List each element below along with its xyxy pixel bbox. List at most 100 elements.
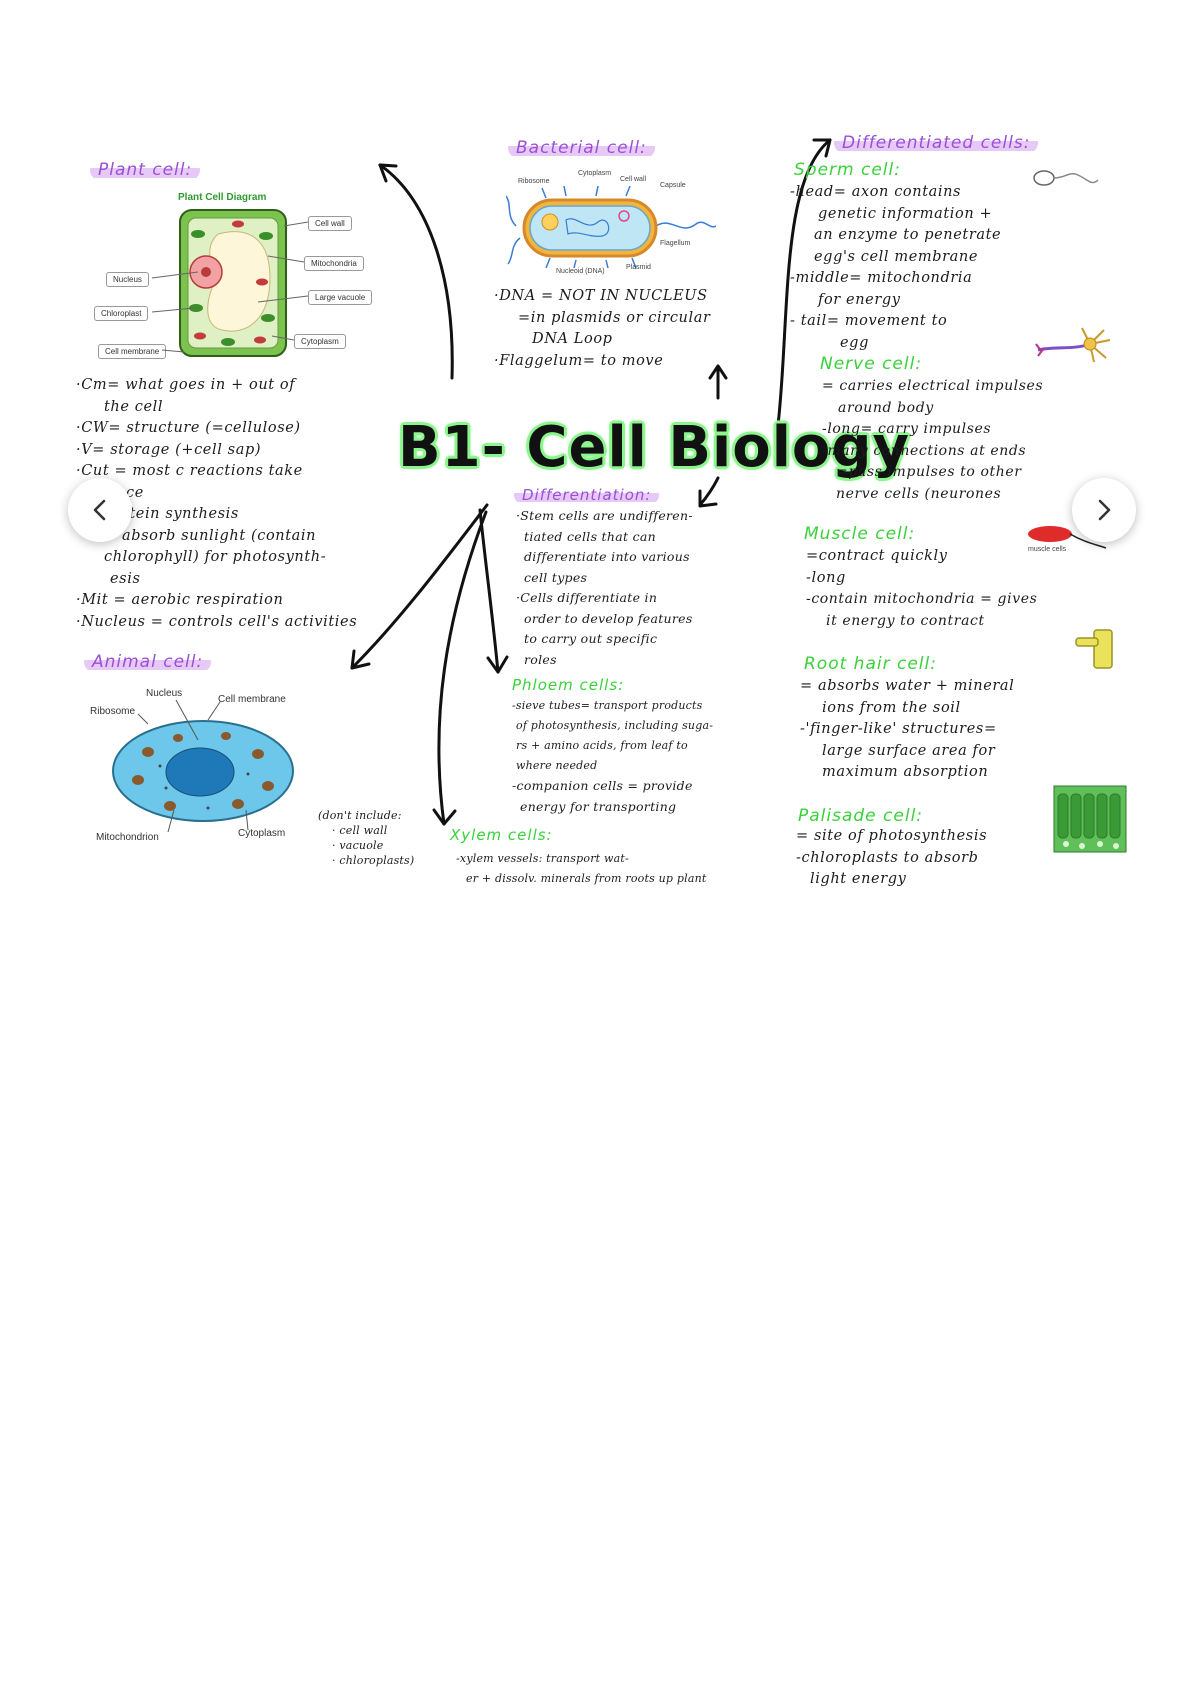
plant-cell-heading: Plant cell: [90, 160, 201, 180]
differentiation-note: roles [524, 651, 557, 667]
muscle-cell-icon [1028, 526, 1107, 549]
bacterial-cell-heading: Bacterial cell: [508, 138, 655, 158]
animal-cell-heading: Animal cell: [84, 652, 212, 672]
label-nucleus: Nucleus [106, 272, 149, 287]
palisade-notes: = site of photosynthesis -chloroplasts t… [796, 826, 987, 891]
nerve-note: = carries electrical impulses [822, 378, 1044, 394]
sperm-notes: -head= axon contains genetic information… [790, 182, 1001, 354]
phloem-note: energy for transporting [520, 798, 677, 814]
plant-diagram-title: Plant Cell Diagram [178, 192, 267, 203]
exclusion-note: · chloroplasts) [332, 854, 415, 867]
sperm-note: an enzyme to penetrate [814, 227, 1002, 243]
phloem-note: -sieve tubes= transport products [512, 699, 703, 712]
label-animal-mitochondrion: Mitochondrion [96, 832, 159, 843]
plant-note: ·Nucleus = controls cell's activities [76, 613, 358, 630]
label-animal-nucleus: Nucleus [146, 688, 183, 699]
xylem-note: -xylem vessels: transport wat- [456, 852, 629, 865]
sperm-note: for energy [818, 291, 901, 308]
animal-exclusions: (don't include: · cell wall · vacuole · … [318, 808, 414, 868]
plant-note: absorb sunlight (contain [122, 527, 317, 544]
plant-note: ·V= storage (+cell sap) [76, 441, 262, 458]
muscle-image-label: muscle cells [1028, 546, 1067, 553]
previous-slide-button[interactable] [68, 478, 132, 542]
plant-cell-diagram: Plant Cell Diagram Cell wall Mitochondri… [94, 192, 378, 372]
phloem-notes: -sieve tubes= transport products of phot… [512, 696, 713, 817]
nerve-note: -many connections at ends [822, 442, 1027, 459]
page-title: B1- Cell Biology [398, 415, 910, 480]
next-slide-button[interactable] [1072, 478, 1136, 542]
plant-note: chlorophyll) for photosynth- [104, 549, 327, 565]
bacterial-note: DNA Loop [532, 331, 613, 347]
differentiation-note: order to develop features [524, 610, 693, 626]
sperm-note: egg's cell membrane [814, 248, 979, 265]
bact-label-flagellum: Flagellum [660, 240, 691, 247]
label-large-vacuole: Large vacuole [308, 290, 373, 305]
bacterial-cell-illustration [506, 186, 716, 268]
palisade-note: -chloroplasts to absorb [796, 849, 979, 866]
bacterial-cell-diagram: Ribosome Cytoplasm Cell wall Capsule Fla… [496, 168, 716, 278]
phloem-heading: Phloem cells: [512, 676, 625, 694]
plant-note: ·Mit = aerobic respiration [76, 592, 284, 608]
root-hair-cell-icon [1075, 629, 1113, 669]
label-cell-membrane: Cell membrane [98, 344, 167, 359]
nerve-note: =pass impulses to other [836, 464, 1022, 480]
phloem-note: of photosynthesis, including suga- [516, 719, 714, 732]
chevron-right-icon [1098, 499, 1111, 521]
muscle-notes: =contract quickly -long -contain mitocho… [806, 546, 1037, 632]
exclusion-note: (don't include: [318, 809, 402, 822]
animal-cell-diagram: Nucleus Cell membrane Ribosome Mitochond… [88, 688, 318, 850]
muscle-cell-heading: Muscle cell: [804, 524, 916, 544]
bact-label-cytoplasm: Cytoplasm [578, 170, 612, 177]
muscle-cell-image: muscle cells [1024, 522, 1108, 562]
phloem-note: rs + amino acids, from leaf to [516, 739, 688, 752]
bact-label-dna: Nucleoid (DNA) [556, 268, 605, 275]
phloem-note: -companion cells = provide [512, 778, 693, 793]
nerve-notes: = carries electrical impulses around bod… [822, 376, 1043, 505]
xylem-heading: Xylem cells: [450, 826, 553, 844]
plant-cell-illustration [179, 209, 287, 357]
sperm-note: - tail= movement to [790, 313, 948, 329]
root-hair-note: large surface area for [822, 742, 996, 759]
muscle-note: -contain mitochondria = gives [806, 591, 1038, 607]
nerve-note: around body [838, 399, 934, 416]
bacterial-note: ·Flaggelum= to move [494, 352, 664, 369]
differentiation-note: to carry out specific [524, 631, 658, 646]
chevron-left-icon [93, 499, 106, 521]
plant-note: ·CW= structure (=cellulose) [76, 420, 301, 436]
root-hair-note: = absorbs water + mineral [800, 678, 1015, 694]
plant-note: esis [110, 570, 141, 587]
palisade-cell-heading: Palisade cell: [798, 806, 924, 826]
differentiation-note: cell types [524, 569, 588, 585]
palisade-cell-icon [1053, 785, 1127, 853]
plant-note: ·Cm= what goes in + out of [76, 377, 296, 393]
label-animal-cell-membrane: Cell membrane [218, 694, 286, 705]
label-animal-cytoplasm: Cytoplasm [238, 828, 286, 839]
nerve-note: -long= carry impulses [822, 421, 992, 437]
differentiation-note: ·Cells differentiate in [516, 590, 658, 605]
label-animal-ribosome: Ribosome [90, 706, 136, 717]
sperm-cell-icon [1033, 170, 1099, 186]
label-cell-wall: Cell wall [308, 216, 352, 231]
xylem-notes: -xylem vessels: transport wat- er + diss… [456, 848, 706, 888]
differentiation-note: differentiate into various [524, 549, 690, 564]
sperm-note: -middle= mitochondria [790, 270, 973, 286]
muscle-note: -long [806, 569, 846, 586]
xylem-note: er + dissolv. minerals from roots up pla… [466, 872, 707, 885]
bact-label-capsule: Capsule [660, 182, 686, 189]
label-chloroplast: Chloroplast [94, 306, 149, 321]
root-hair-note: ions from the soil [822, 699, 961, 716]
bacterial-note: =in plasmids or circular [518, 309, 711, 326]
root-hair-note: -'finger-like' structures= [800, 721, 997, 737]
nerve-cell-icon [1035, 327, 1111, 363]
differentiated-cells-heading: Differentiated cells: [834, 133, 1039, 153]
arrow-to-plant [378, 163, 454, 380]
bacterial-note: ·DNA = NOT IN NUCLEUS [494, 288, 708, 304]
palisade-note: light energy [810, 871, 907, 887]
bact-label-plasmid: Plasmid [626, 264, 651, 271]
plant-note: the cell [104, 398, 164, 415]
plant-notes: ·Cm= what goes in + out of the cell ·CW=… [76, 375, 357, 633]
muscle-note: =contract quickly [806, 548, 948, 564]
bact-label-ribosome: Ribosome [518, 178, 550, 185]
